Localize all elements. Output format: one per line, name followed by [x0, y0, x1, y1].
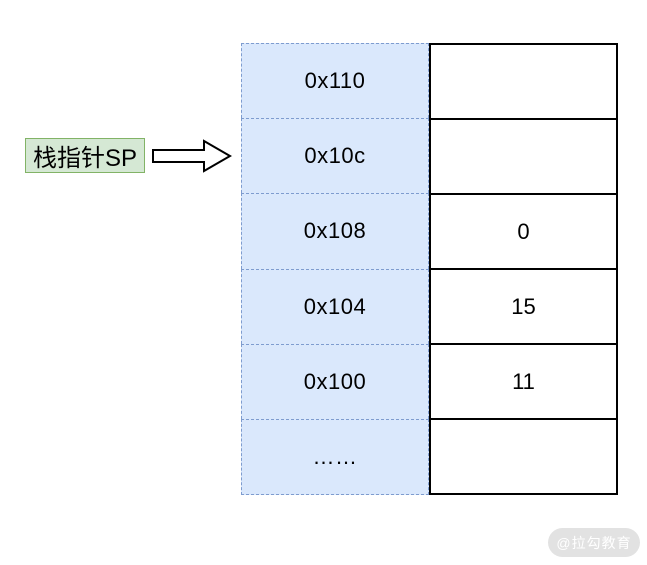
watermark-badge: @拉勾教育 [548, 528, 640, 557]
address-cell: 0x10c [241, 118, 429, 194]
arrow-right-icon [152, 139, 232, 173]
address-cell-ellipsis: …… [241, 418, 429, 496]
value-cell: 0 [431, 195, 616, 270]
value-cell [431, 45, 616, 120]
address-cell: 0x110 [241, 43, 429, 119]
address-cell: 0x104 [241, 268, 429, 344]
value-cell [431, 120, 616, 195]
value-cell [431, 420, 616, 493]
value-cell: 11 [431, 345, 616, 420]
address-cell: 0x100 [241, 343, 429, 419]
value-column: 0 15 11 [429, 43, 618, 495]
stack-pointer-label: 栈指针SP [25, 138, 145, 173]
address-cell: 0x108 [241, 193, 429, 269]
value-cell: 15 [431, 270, 616, 345]
address-column: 0x110 0x10c 0x108 0x104 0x100 …… [241, 43, 429, 496]
